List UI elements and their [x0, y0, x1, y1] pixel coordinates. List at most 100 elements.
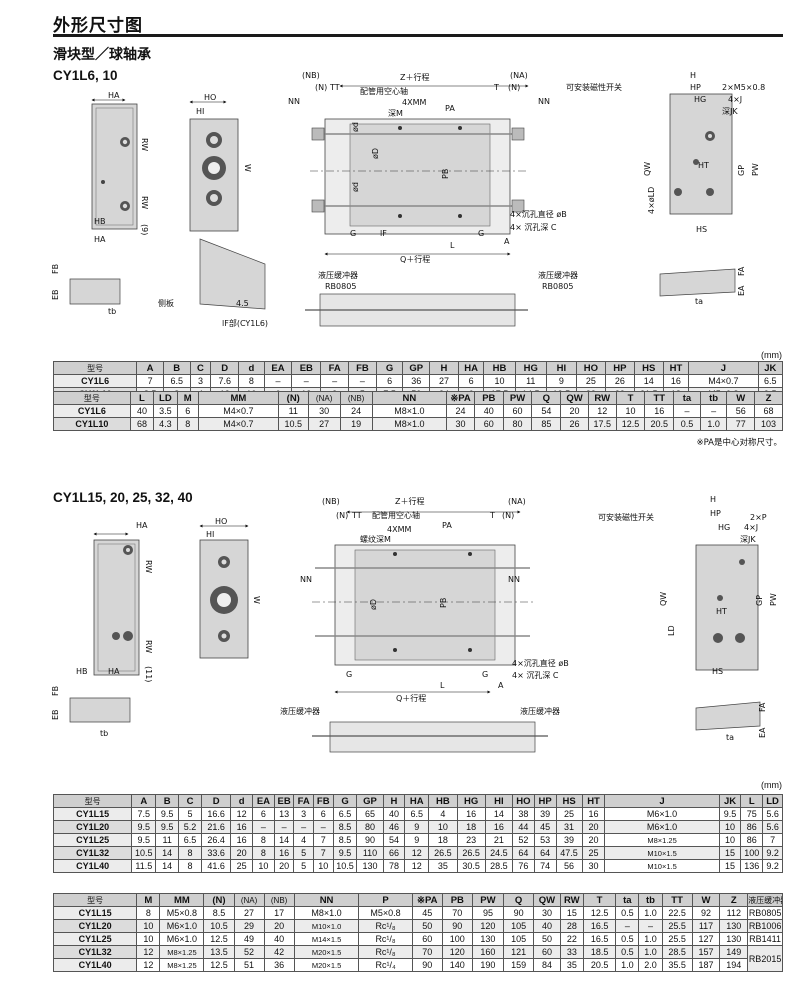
- value-cell: 8: [176, 417, 199, 431]
- value-cell: 12: [136, 958, 161, 972]
- svg-text:深JK: 深JK: [722, 107, 738, 116]
- column-header: HT: [662, 361, 690, 375]
- value-cell: 21: [484, 833, 514, 847]
- end-view: HO HI W: [189, 93, 252, 232]
- column-header: C: [178, 794, 202, 808]
- value-cell: 160: [471, 945, 505, 959]
- svg-text:(N): (N): [502, 511, 514, 520]
- value-cell: 16: [644, 404, 675, 418]
- svg-text:PA: PA: [445, 104, 455, 113]
- value-cell: 39: [555, 833, 583, 847]
- value-cell: –: [291, 374, 322, 388]
- svg-text:4×沉孔直径 øB: 4×沉孔直径 øB: [512, 658, 569, 668]
- label-ha-top: HA: [108, 91, 120, 100]
- svg-text:Z＋行程: Z＋行程: [395, 496, 424, 506]
- detail-views: FB EB tb 侧板 4.5 lF部(CY1L6) 液压缓冲器 RB0805 …: [51, 238, 746, 328]
- value-cell: 1.0: [638, 932, 663, 946]
- column-header: EB: [273, 794, 295, 808]
- value-cell: 25: [230, 859, 254, 873]
- value-cell: –: [263, 374, 293, 388]
- svg-text:lF部(CY1L6): lF部(CY1L6): [222, 318, 268, 328]
- svg-text:PB: PB: [441, 169, 450, 179]
- svg-text:EA: EA: [758, 727, 767, 738]
- column-header: HA: [457, 361, 485, 375]
- value-cell: 15: [718, 859, 742, 873]
- column-header: Q: [503, 893, 535, 907]
- svg-text:HB: HB: [94, 217, 106, 226]
- svg-text:可安装磁性开关: 可安装磁性开关: [566, 82, 622, 92]
- value-cell: 84: [533, 958, 561, 972]
- page-subtitle: 滑块型／球轴承: [53, 47, 151, 63]
- value-cell: 65: [356, 807, 384, 821]
- value-cell: 14: [484, 807, 514, 821]
- value-cell: 10: [718, 820, 742, 834]
- value-cell: 76: [512, 859, 535, 873]
- column-header: D: [210, 361, 240, 375]
- value-cell: 8: [252, 833, 275, 847]
- value-cell: 44: [512, 820, 535, 834]
- value-cell: 9.5: [332, 846, 358, 860]
- column-header: W: [691, 893, 721, 907]
- value-cell: 6.5: [404, 807, 430, 821]
- svg-text:HA: HA: [108, 667, 120, 676]
- column-header: 液压缓冲器: [747, 893, 783, 907]
- column-header: EA: [263, 361, 293, 375]
- svg-text:(11): (11): [144, 666, 153, 682]
- svg-text:ta: ta: [726, 733, 734, 742]
- value-cell: M10×1.5: [604, 859, 720, 873]
- column-header: PW: [502, 391, 533, 405]
- value-cell: 9.5: [131, 820, 157, 834]
- svg-text:HO: HO: [215, 517, 227, 526]
- svg-text:深JK: 深JK: [740, 535, 756, 544]
- svg-text:GP: GP: [755, 595, 764, 606]
- value-cell: 12: [230, 807, 254, 821]
- svg-text:2×M5×0.8: 2×M5×0.8: [722, 83, 765, 92]
- pa-note: ※PA是中心对称尺寸。: [696, 438, 782, 448]
- value-cell: 159: [503, 958, 535, 972]
- column-header: HP: [604, 361, 635, 375]
- value-cell: 110: [356, 846, 384, 860]
- value-cell: M10×1.0: [293, 919, 360, 933]
- value-cell: 30.5: [456, 859, 486, 873]
- value-cell: 45: [533, 820, 557, 834]
- value-cell: 117: [691, 919, 721, 933]
- value-cell: 6: [375, 374, 404, 388]
- value-cell: 28.5: [661, 945, 693, 959]
- value-cell: 10: [718, 833, 742, 847]
- column-header: 型号: [53, 391, 131, 405]
- column-header: 型号: [52, 361, 138, 375]
- svg-text:PA: PA: [442, 521, 452, 530]
- column-header: (N): [277, 391, 309, 405]
- column-header: JK: [757, 361, 784, 375]
- svg-text:HA: HA: [136, 521, 148, 530]
- value-cell: 6.5: [178, 833, 202, 847]
- column-header: (N): [203, 893, 235, 907]
- value-cell: 35: [559, 958, 584, 972]
- column-header: A: [136, 361, 164, 375]
- value-cell: 50: [411, 919, 443, 933]
- right-view: 可安装磁性开关 H HP HG 2×M5×0.8 4×J 深JK QW GP P…: [566, 71, 765, 234]
- value-cell: 6: [176, 404, 199, 418]
- front-view-2: (NB) (N) TT Z＋行程 配管用空心轴 4XMM 螺纹深M PA (NA…: [300, 496, 569, 703]
- column-header: JK: [718, 794, 742, 808]
- value-cell: 17: [263, 906, 295, 920]
- value-cell: –: [273, 820, 295, 834]
- svg-text:FB: FB: [51, 264, 60, 274]
- svg-text:PW: PW: [769, 593, 778, 606]
- value-cell: 66: [382, 846, 406, 860]
- value-cell: 8.5: [332, 833, 358, 847]
- value-cell: 54: [531, 404, 562, 418]
- model-cell: CY1L15: [52, 807, 133, 821]
- value-cell: 16: [484, 820, 514, 834]
- value-cell: 25: [575, 374, 606, 388]
- value-cell: 16.5: [582, 932, 617, 946]
- value-cell: 33: [559, 945, 584, 959]
- value-cell: 9.2: [762, 859, 783, 873]
- value-cell: 3: [293, 807, 314, 821]
- column-header: ※PA: [411, 893, 443, 907]
- value-cell: 11: [514, 374, 547, 388]
